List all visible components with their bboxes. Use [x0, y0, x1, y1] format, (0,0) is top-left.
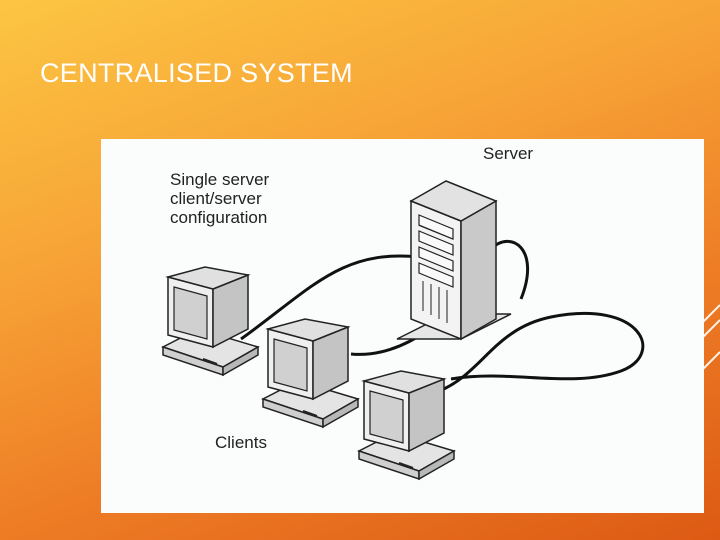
slide-title: CENTRALISED SYSTEM — [40, 58, 353, 88]
client-server-diagram: Server Single server client/server confi… — [101, 139, 704, 513]
client-computer-icon — [161, 266, 260, 377]
client-computer-icon — [261, 318, 360, 429]
configuration-label-line: configuration — [170, 208, 268, 227]
configuration-label-line: Single server — [170, 170, 270, 189]
configuration-label: Single server client/server configuratio… — [170, 170, 269, 227]
client-computer-icon — [357, 370, 456, 481]
cable-client-1 — [240, 254, 420, 341]
configuration-label-line: client/server — [170, 189, 262, 208]
clients-label: Clients — [215, 433, 267, 452]
server-label: Server — [483, 144, 534, 163]
server-icon — [396, 180, 512, 341]
cable-client-3 — [430, 311, 645, 396]
